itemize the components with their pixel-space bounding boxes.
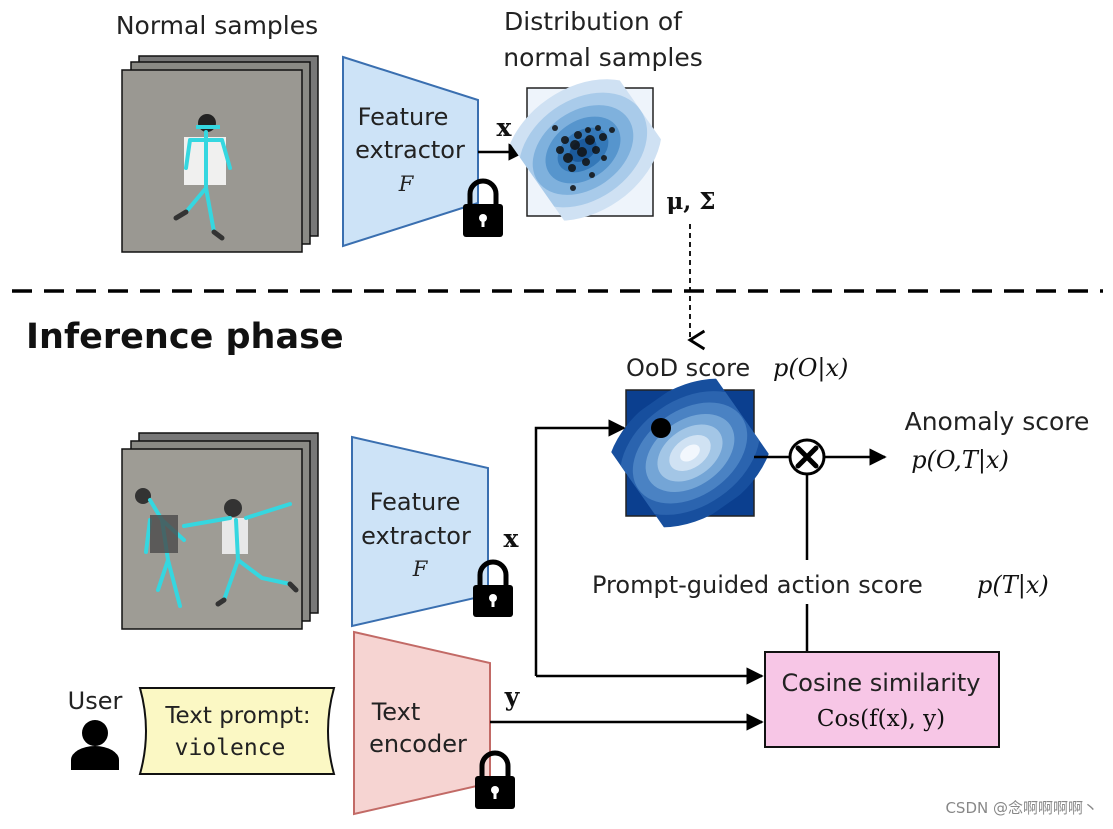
extractor-bottom-symbol: F: [412, 557, 429, 581]
inference-phase-title: Inference phase: [26, 317, 344, 357]
sample-points: [552, 125, 615, 191]
cosine-line1: Cosine similarity: [782, 669, 981, 697]
cosine-line2: Cos(f(x), y): [817, 706, 945, 732]
encoder-line2: encoder: [369, 730, 467, 758]
action-score-formula: p(T|x): [977, 571, 1049, 600]
extractor-top-symbol: F: [398, 172, 415, 196]
ood-label: OoD score: [626, 354, 750, 382]
extractor-bottom-line2: extractor: [361, 522, 471, 550]
anomaly-formula: p(O,T|x): [911, 446, 1009, 475]
action-score-label: Prompt-guided action score: [592, 571, 923, 599]
watermark: CSDN @念啊啊啊啊丶: [945, 799, 1098, 817]
normal-distribution-plot: [504, 79, 662, 221]
multiply-node: [788, 438, 826, 476]
x-to-ood-arrow: [534, 419, 626, 676]
user-icon: [71, 720, 119, 770]
x-label-top: x: [497, 113, 513, 142]
walking-person-skeleton-icon: [173, 114, 232, 241]
text-prompt-scroll: Text prompt: violence: [138, 687, 336, 775]
ood-score-plot: [606, 378, 774, 528]
prompt-line2: violence: [175, 735, 286, 761]
normal-samples-label: Normal samples: [116, 11, 318, 40]
ood-formula: p(O|x): [773, 354, 848, 383]
query-point: [651, 418, 671, 438]
anomaly-label: Anomaly score: [905, 407, 1090, 436]
x-label-bottom: x: [504, 524, 520, 553]
encoder-line1: Text: [371, 698, 421, 726]
mu-sigma-label: μ, Σ: [666, 188, 715, 215]
lock-icon: [463, 178, 503, 237]
feature-extractor-top: Feature extractor F: [342, 55, 503, 248]
distribution-label-line2: normal samples: [503, 43, 702, 72]
normal-sample-frames: [121, 55, 319, 253]
inference-sample-frames: [121, 432, 319, 630]
extractor-bottom-line1: Feature: [370, 488, 461, 516]
lock-icon: [473, 559, 513, 617]
feature-extractor-bottom: Feature extractor F: [351, 435, 513, 628]
fighting-persons-skeleton-icon: [135, 488, 299, 608]
user-label: User: [68, 687, 123, 715]
cosine-similarity-box: Cosine similarity Cos(f(x), y): [764, 651, 1000, 748]
extractor-top-line2: extractor: [355, 136, 465, 164]
extractor-top-line1: Feature: [358, 103, 449, 131]
y-label: y: [504, 682, 521, 711]
prompt-line1: Text prompt:: [164, 703, 310, 729]
lock-icon: [475, 750, 515, 809]
distribution-label-line1: Distribution of: [504, 7, 683, 36]
text-encoder: Text encoder: [353, 630, 515, 816]
